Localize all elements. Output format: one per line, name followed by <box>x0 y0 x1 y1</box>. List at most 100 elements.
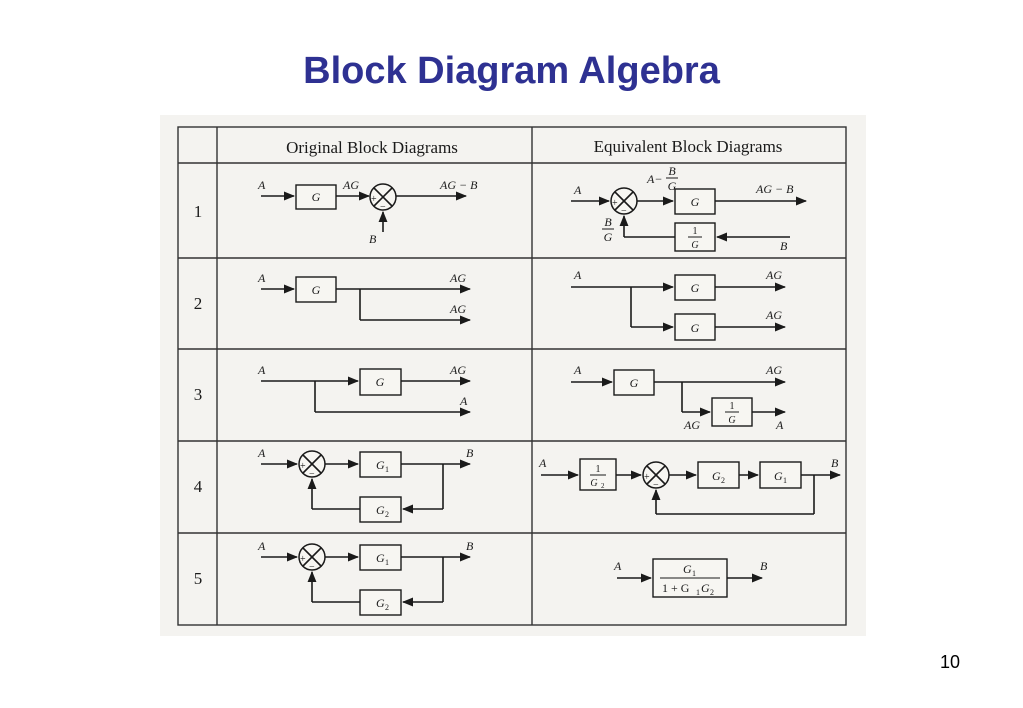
label-g: G <box>312 283 321 297</box>
row-number-4: 4 <box>194 477 203 496</box>
label-b: B <box>831 456 839 470</box>
label-one: 1 <box>730 401 735 412</box>
label-g2: G <box>376 596 385 610</box>
row4-original-diagram: A + − G 1 G 2 B <box>257 446 474 523</box>
sign-minus: − <box>380 202 386 213</box>
table-grid <box>177 126 847 626</box>
sign-minus: − <box>309 469 315 480</box>
block-g2 <box>697 461 740 489</box>
label-g1: G <box>376 551 385 565</box>
label-a: A <box>257 363 266 377</box>
label-a: A <box>775 418 784 432</box>
row-number-3: 3 <box>194 385 203 404</box>
label-ag: AG <box>765 308 782 322</box>
label-g2: G <box>712 469 721 483</box>
block-g <box>295 184 337 210</box>
label-ag-minus-b: AG − B <box>755 182 794 196</box>
row1-original-diagram: A G AG AG − B + − B <box>257 178 478 246</box>
label-a: A <box>573 183 582 197</box>
sign-minus: − <box>621 206 627 217</box>
subscript-2: 2 <box>710 588 714 597</box>
label-g: G <box>691 321 700 335</box>
sign-plus: + <box>300 554 306 565</box>
header-original: Original Block Diagrams <box>286 138 458 157</box>
label-g1: G <box>376 458 385 472</box>
row-number-2: 2 <box>194 294 203 313</box>
header-equivalent: Equivalent Block Diagrams <box>594 137 783 156</box>
label-a: A <box>257 446 266 460</box>
block-g <box>674 313 716 341</box>
subscript-2: 2 <box>601 482 605 490</box>
sign-minus: − <box>653 480 659 491</box>
row1-equivalent-diagram: A A− B G G AG − B + − B G 1 G B <box>571 164 808 253</box>
subscript-1: 1 <box>385 465 389 474</box>
label-one-plus-g: 1 + G <box>662 581 690 595</box>
row3-equivalent-diagram: A G AG 1 G AG A <box>571 363 787 432</box>
label-one: 1 <box>596 464 601 475</box>
block-g <box>295 276 337 303</box>
label-a: A <box>573 363 582 377</box>
row5-equivalent-diagram: A G 1 1 + G 1 G 2 B <box>613 558 768 598</box>
subscript-2: 2 <box>385 510 389 519</box>
label-b: B <box>760 559 768 573</box>
row3-original-diagram: A G AG A <box>257 363 472 417</box>
subscript-1: 1 <box>696 588 700 597</box>
label-ag: AG <box>449 302 466 316</box>
label-a: A <box>257 178 266 192</box>
row2-equivalent-diagram: A G AG G AG <box>571 268 787 341</box>
subscript-1: 1 <box>385 558 389 567</box>
block-g1 <box>359 451 402 478</box>
subscript-1: 1 <box>783 476 787 485</box>
label-b: B <box>466 539 474 553</box>
label-g1: G <box>774 469 783 483</box>
label-g: G <box>701 581 710 595</box>
label-ag: AG <box>765 268 782 282</box>
row5-original-diagram: A + − G 1 G 2 B <box>257 539 474 616</box>
sign-plus: + <box>612 198 618 209</box>
label-ag: AG <box>449 271 466 285</box>
label-a: A <box>613 559 622 573</box>
row-number-5: 5 <box>194 569 203 588</box>
label-ag: AG <box>683 418 700 432</box>
subscript-1: 1 <box>692 569 696 578</box>
sign-minus: − <box>309 562 315 573</box>
block-g1 <box>359 544 402 571</box>
sign-plus: + <box>371 194 377 205</box>
label-g-denominator: G <box>604 230 613 244</box>
label-a: A <box>573 268 582 282</box>
label-g: G <box>590 478 597 489</box>
row-number-1: 1 <box>194 202 203 221</box>
row4-equivalent-diagram: A 1 G 2 + − G 2 G 1 B <box>538 456 842 515</box>
sign-plus: + <box>644 472 650 483</box>
label-b: B <box>780 239 788 253</box>
slide-title: Block Diagram Algebra <box>303 50 720 92</box>
label-a-minus: A− <box>646 172 662 186</box>
label-a: A <box>257 271 266 285</box>
label-g: G <box>630 376 639 390</box>
subscript-2: 2 <box>385 603 389 612</box>
label-b: B <box>369 232 377 246</box>
label-g: G <box>691 195 700 209</box>
label-ag: AG <box>765 363 782 377</box>
page-number: 10 <box>939 652 961 672</box>
label-g-denominator: G <box>668 179 677 193</box>
label-g: G <box>312 190 321 204</box>
subscript-2: 2 <box>721 476 725 485</box>
label-b: B <box>466 446 474 460</box>
label-ag: AG <box>449 363 466 377</box>
label-g: G <box>376 375 385 389</box>
label-g: G <box>691 281 700 295</box>
label-a: A <box>257 539 266 553</box>
label-a: A <box>459 394 468 408</box>
block-g1 <box>759 461 802 489</box>
label-g: G <box>728 415 735 426</box>
block-g2 <box>359 496 402 523</box>
block-g <box>674 188 716 215</box>
label-g: G <box>691 240 698 251</box>
label-one: 1 <box>693 226 698 237</box>
scanned-table-background <box>160 115 866 636</box>
label-a: A <box>538 456 547 470</box>
table-border <box>177 126 847 626</box>
sign-plus: + <box>300 461 306 472</box>
